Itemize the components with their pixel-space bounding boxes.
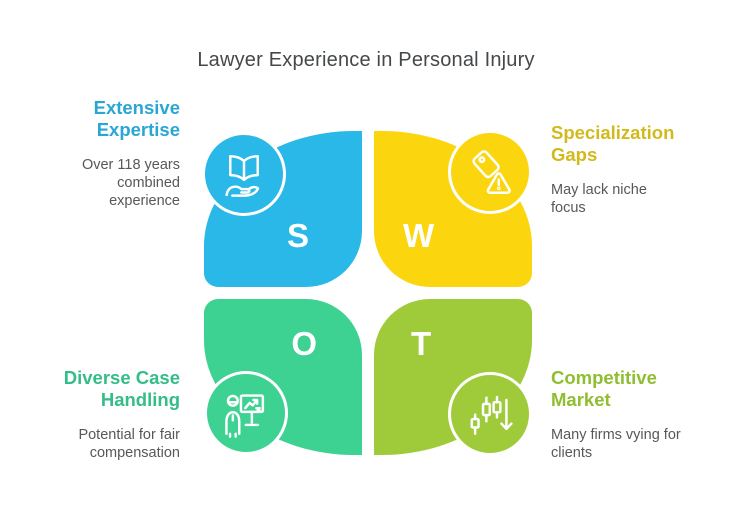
opportunities-heading-line: Diverse Case bbox=[63, 367, 180, 388]
opportunities-icon-circle bbox=[204, 371, 288, 455]
weaknesses-petal: W bbox=[374, 130, 532, 287]
presentation-chart-icon bbox=[225, 394, 265, 438]
strengths-icon-circle bbox=[202, 132, 286, 216]
weaknesses-heading: Specialization Gaps bbox=[551, 122, 721, 166]
opportunities-description-line: compensation bbox=[89, 445, 180, 461]
weaknesses-description-line: focus bbox=[551, 200, 586, 216]
weaknesses-icon-circle bbox=[448, 130, 532, 214]
strengths-petal: S bbox=[202, 131, 362, 287]
threats-letter: T bbox=[411, 325, 432, 362]
strengths-heading-line: Expertise bbox=[96, 119, 180, 140]
strengths-heading: Extensive Expertise bbox=[20, 97, 180, 141]
weaknesses-description-line: May lack niche bbox=[551, 182, 647, 198]
threats-icon-circle bbox=[448, 372, 532, 456]
threats-description-line: clients bbox=[551, 445, 593, 461]
strengths-heading-line: Extensive bbox=[93, 97, 180, 118]
opportunities-description-line: Potential for fair bbox=[78, 427, 180, 443]
opportunities-petal: O bbox=[204, 299, 362, 455]
opportunities-text-block: Diverse Case Handling Potential for fair… bbox=[10, 367, 180, 462]
weaknesses-heading-line: Specialization bbox=[551, 122, 675, 143]
threats-heading-line: Market bbox=[551, 389, 611, 410]
threats-text-block: Competitive Market Many firms vying for … bbox=[551, 367, 731, 462]
weaknesses-description: May lack niche focus bbox=[551, 181, 721, 217]
threats-heading: Competitive Market bbox=[551, 367, 731, 411]
strengths-description-line: combined bbox=[117, 175, 180, 191]
strengths-description: Over 118 years combined experience bbox=[20, 156, 180, 210]
strengths-description-line: Over 118 years bbox=[81, 157, 180, 173]
strengths-letter: S bbox=[286, 217, 309, 254]
opportunities-description: Potential for fair compensation bbox=[10, 426, 180, 462]
threats-description: Many firms vying for clients bbox=[551, 426, 731, 462]
opportunities-heading: Diverse Case Handling bbox=[10, 367, 180, 411]
page-title: Lawyer Experience in Personal Injury bbox=[197, 49, 535, 71]
opportunities-letter: O bbox=[291, 325, 317, 362]
weaknesses-text-block: Specialization Gaps May lack niche focus bbox=[551, 122, 721, 217]
strengths-text-block: Extensive Expertise Over 118 years combi… bbox=[20, 97, 180, 210]
candlestick-down-arrow-icon bbox=[470, 395, 513, 435]
threats-heading-line: Competitive bbox=[551, 367, 657, 388]
price-tag-warning-icon bbox=[472, 150, 511, 194]
opportunities-heading-line: Handling bbox=[100, 389, 180, 410]
threats-petal: T bbox=[374, 299, 532, 456]
weaknesses-letter: W bbox=[403, 217, 435, 254]
book-on-hand-icon bbox=[225, 154, 260, 197]
threats-description-line: Many firms vying for bbox=[551, 427, 681, 443]
strengths-description-line: experience bbox=[109, 193, 180, 209]
weaknesses-heading-line: Gaps bbox=[551, 144, 598, 165]
